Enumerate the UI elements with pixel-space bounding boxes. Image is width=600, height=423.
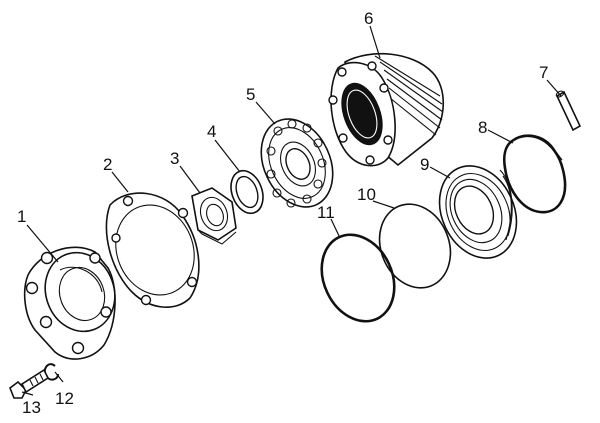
part-3-hex-nut <box>191 187 237 245</box>
callout-11: 11 <box>317 203 335 222</box>
part-7-pin <box>555 90 582 132</box>
callout-9: 9 <box>420 155 429 174</box>
callout-3: 3 <box>170 149 179 168</box>
callout-13: 13 <box>22 398 41 417</box>
part-2-gasket <box>105 192 200 308</box>
part-6-hub-housing <box>328 52 444 167</box>
callout-1: 1 <box>17 207 26 226</box>
callout-7: 7 <box>539 63 548 82</box>
part-1-flange-cover <box>23 246 116 360</box>
callout-6: 6 <box>364 9 373 28</box>
callout-4: 4 <box>207 122 216 141</box>
part-8-snap-ring <box>502 134 567 214</box>
leader-lines <box>21 25 562 396</box>
part-9-seal <box>438 165 518 259</box>
part-11-o-ring <box>320 233 396 323</box>
callout-12: 12 <box>55 389 74 408</box>
part-10-o-ring <box>378 203 452 289</box>
callout-8: 8 <box>478 118 487 137</box>
callout-2: 2 <box>103 155 112 174</box>
part-5-bearing <box>260 118 334 208</box>
callout-10: 10 <box>357 185 376 204</box>
callout-5: 5 <box>246 85 255 104</box>
part-13-bolt <box>9 368 50 399</box>
